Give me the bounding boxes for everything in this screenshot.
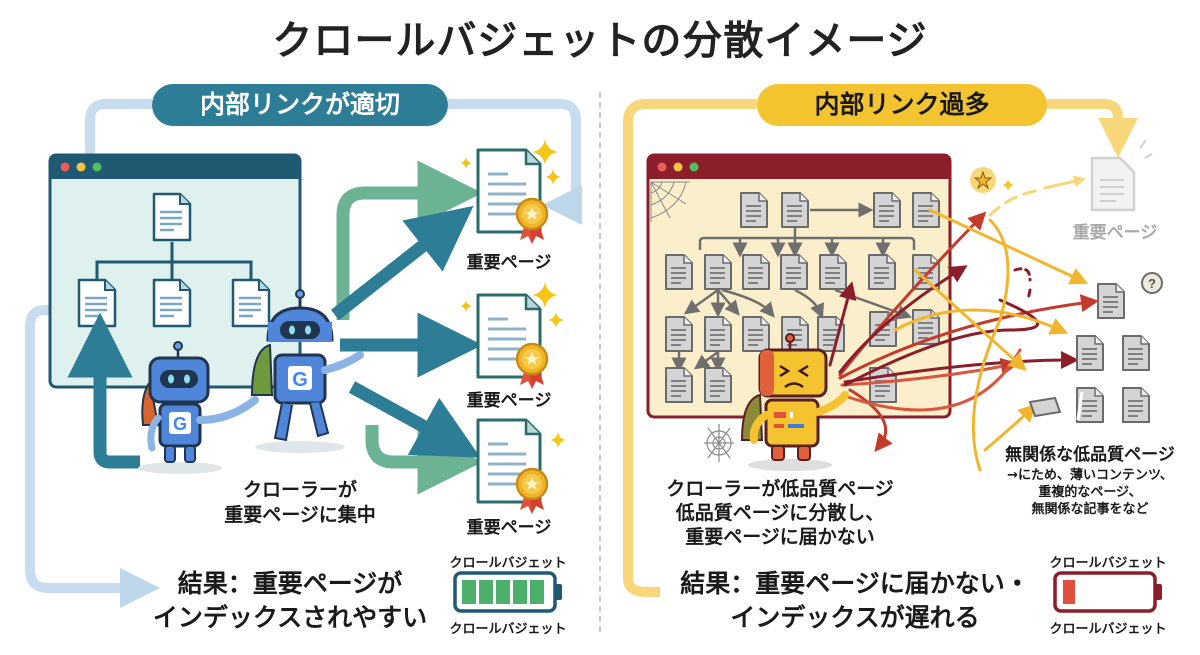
- low-quality-title: 無関係な低品質ページ: [1005, 445, 1175, 465]
- battery-label-bottom: クロールバジェット: [449, 622, 567, 637]
- result-line: 結果：重要ページが: [177, 569, 403, 598]
- right-panel-graphics: ?: [623, 99, 1163, 613]
- result-text-left: 結果：重要ページが インデックスされやすい: [140, 567, 440, 635]
- important-page-label: 重要ページ: [466, 518, 552, 538]
- unreached-important-page: [1090, 139, 1153, 212]
- unreached-important-page-label: 重要ページ: [1072, 223, 1158, 243]
- battery-full: [453, 571, 562, 613]
- desc-line: →にため、薄いコンテンツ、: [1007, 468, 1173, 483]
- important-page-label: 重要ページ: [466, 253, 552, 273]
- caption-line: クローラーが: [242, 479, 357, 501]
- battery-label-bottom: クロールバジェット: [1049, 622, 1167, 637]
- cobweb-icon: [704, 424, 734, 462]
- page-title: クロールバジェットの分散イメージ: [272, 18, 928, 64]
- svg-text:G: G: [292, 369, 308, 391]
- header-badge-excessive-links: 内部リンク過多: [757, 84, 1047, 126]
- crawler-caption-left: クローラーが 重要ページに集中: [200, 478, 400, 528]
- result-line: インデックスが遅れる: [730, 603, 980, 632]
- panel-divider: [599, 92, 601, 632]
- desc-line: 重複的なページ、: [1038, 485, 1142, 500]
- svg-text:G: G: [173, 414, 187, 434]
- result-line: インデックスされやすい: [152, 603, 428, 632]
- battery-low: [1053, 571, 1162, 613]
- crawler-caption-right: クローラーが低品質ページ 低品質ページに分散し、 重要ページに届かない: [640, 477, 920, 549]
- caption-line: クローラーが低品質ページ: [666, 478, 894, 500]
- left-panel-graphics: G G: [25, 99, 583, 613]
- crawler-robot-small: G: [138, 341, 259, 474]
- battery-label-top: クロールバジェット: [449, 556, 567, 571]
- battery-label-top: クロールバジェット: [1049, 556, 1167, 571]
- result-text-right: 結果：重要ページに届かない・ インデックスが遅れる: [660, 567, 1050, 635]
- desc-line: 無関係な記事をなど: [1031, 502, 1149, 517]
- crawler-robot-large: G: [250, 289, 364, 453]
- site-window-bad: [646, 153, 952, 419]
- result-line: 結果：重要ページに届かない・: [680, 569, 1030, 598]
- caption-line: 重要ページに集中: [224, 504, 376, 526]
- header-badge-appropriate-links: 内部リンクが適切: [152, 84, 448, 126]
- caption-line: 重要ページに届かない: [685, 526, 875, 548]
- low-quality-description: →にため、薄いコンテンツ、 重複的なページ、 無関係な記事をなど: [985, 467, 1195, 518]
- caption-line: 低品質ページに分散し、: [675, 502, 885, 524]
- important-page-label: 重要ページ: [466, 391, 552, 411]
- svg-text:?: ?: [1148, 276, 1156, 291]
- crawler-robot-overwhelmed: [740, 333, 849, 471]
